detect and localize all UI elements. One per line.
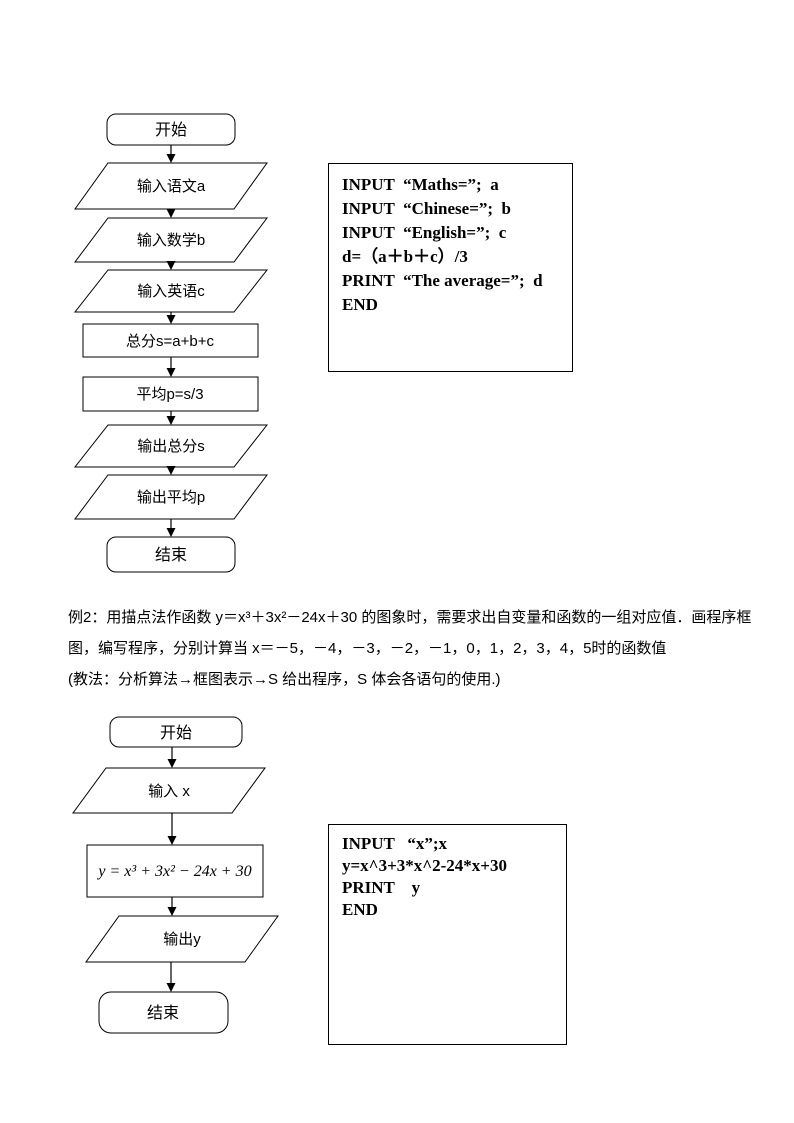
flowchart2-end-terminator: 结束 (98, 991, 229, 1034)
node-label: 结束 (147, 1004, 179, 1022)
example2-problem-text: 例2：用描点法作函数 y＝x³＋3x²－24x＋30 的图象时，需要求出自变量和… (68, 602, 752, 695)
flowchart1-output-total: 输出总分s (73, 424, 269, 468)
node-label: 输入语文a (137, 178, 206, 195)
node-label: 总分s=a+b+c (126, 333, 214, 350)
terminator-shape (109, 716, 243, 748)
arrowhead-icon (166, 416, 176, 425)
node-label: 平均p=s/3 (136, 386, 203, 403)
flow-arrow (166, 312, 176, 324)
arrowhead-icon (166, 261, 176, 270)
terminator-shape (106, 536, 236, 573)
io-parallelogram-shape (73, 269, 269, 313)
code-line: INPUT “Chinese=”; b (342, 199, 512, 218)
flow-arrow (166, 466, 176, 475)
flowchart1-input-maths: 输入数学b (74, 217, 268, 263)
flowchart2-process-formula: y = x³ + 3x² − 24x + 30 (86, 844, 264, 898)
flow-arrow (166, 261, 176, 270)
code-line: END (342, 900, 378, 919)
io-parallelogram-shape (85, 915, 279, 963)
io-parallelogram-shape (74, 162, 268, 210)
arrowhead-icon (166, 983, 176, 992)
flowchart1-input-english: 输入英语c (73, 269, 269, 313)
flow-arrow (166, 209, 176, 218)
flow-arrow (167, 813, 177, 845)
process-rect-shape (86, 844, 264, 898)
flow-arrow (166, 357, 176, 377)
flow-arrow (166, 145, 176, 163)
flow-arrow (166, 411, 176, 425)
paragraph-line: (教法：分析算法→框图表示→S 给出程序，S 体会各语句的使用.) (68, 671, 501, 688)
io-parallelogram-shape (74, 217, 268, 263)
arrowhead-icon (166, 154, 176, 163)
code-line: END (342, 295, 378, 314)
flowchart1-end-terminator: 结束 (106, 536, 236, 573)
arrowhead-icon (167, 907, 177, 916)
flow-arrow (166, 519, 176, 537)
node-label: 输入数学b (137, 232, 205, 249)
process-rect-shape (82, 323, 259, 358)
node-label: 输入英语c (137, 282, 205, 300)
code-line: PRINT y (342, 878, 421, 897)
flowchart-average-score: 开始 输入语文a 输入数学b 输入英语c (73, 113, 269, 573)
code-line: INPUT “English=”; c (342, 223, 507, 242)
flow-arrow (167, 747, 177, 768)
flowchart2-input-x: 输入 x (72, 767, 266, 814)
terminator-shape (98, 991, 229, 1034)
node-label: 输出y (163, 931, 201, 948)
code-line: INPUT “x”;x (342, 834, 447, 853)
flowchart1-start-terminator: 开始 (106, 113, 236, 146)
arrowhead-icon (167, 759, 177, 768)
arrowhead-icon (166, 528, 176, 537)
flowchart1-process-average: 平均p=s/3 (82, 376, 259, 412)
arrowhead-icon (167, 836, 177, 845)
flow-arrow (167, 897, 177, 916)
node-label: 开始 (155, 121, 187, 139)
io-parallelogram-shape (72, 767, 266, 814)
node-label: 结束 (155, 546, 187, 564)
arrowhead-icon (166, 368, 176, 377)
formula-label: y = x³ + 3x² − 24x + 30 (96, 863, 251, 880)
code-block-function-program: INPUT “x”;x y=x^3+3*x^2-24*x+30 PRINT y … (328, 824, 567, 1045)
node-label: 输入 x (148, 783, 190, 800)
flowchart1-process-sum: 总分s=a+b+c (82, 323, 259, 358)
flowchart1-output-average: 输出平均p (74, 474, 268, 520)
arrowhead-icon (166, 466, 176, 475)
flowchart2-output-y: 输出y (85, 915, 279, 963)
node-label: 输出总分s (137, 438, 205, 455)
paragraph-line: 例2：用描点法作函数 y＝x³＋3x²－24x＋30 的图象时，需要求出自变量和… (68, 609, 752, 626)
code-block-average-program: INPUT “Maths=”; a INPUT “Chinese=”; b IN… (328, 163, 573, 372)
arrowhead-icon (166, 315, 176, 324)
code-line: y=x^3+3*x^2-24*x+30 (342, 856, 507, 875)
io-parallelogram-shape (73, 424, 269, 468)
code-line: PRINT “The average=”; d (342, 271, 543, 290)
flowchart-function-value: 开始 输入 x y = x³ + 3x² − 24x + 30 输出y (72, 716, 279, 1034)
code-line: INPUT “Maths=”; a (342, 175, 499, 194)
node-label: 开始 (160, 724, 192, 742)
node-label: 输出平均p (137, 489, 205, 506)
paragraph-line: 图，编写程序，分别计算当 x＝－5，－4，－3，－2，－1，0，1，2，3，4，… (68, 640, 667, 657)
code-line: d=（a＋b＋c）/3 (342, 247, 468, 266)
io-parallelogram-shape (74, 474, 268, 520)
flowchart2-start-terminator: 开始 (109, 716, 243, 748)
flow-arrow (166, 962, 176, 992)
arrowhead-icon (166, 209, 176, 218)
process-rect-shape (82, 376, 259, 412)
flowchart1-input-chinese: 输入语文a (74, 162, 268, 210)
